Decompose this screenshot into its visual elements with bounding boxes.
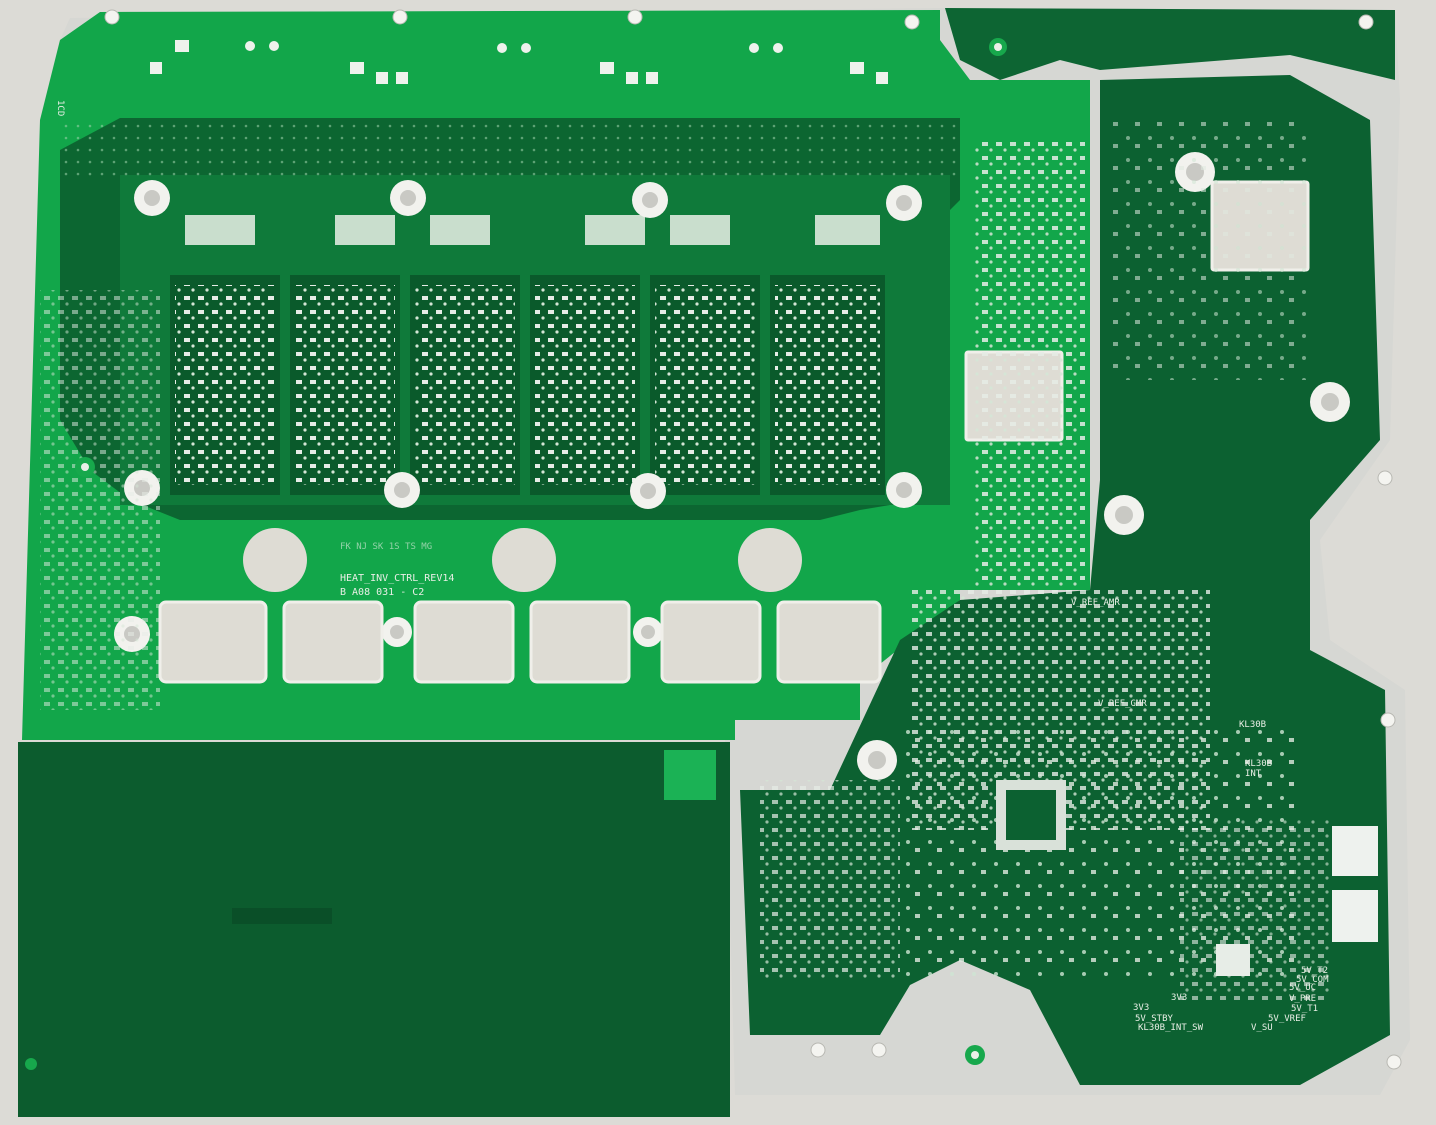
label-5v-t1: 5V_T1	[1291, 1004, 1318, 1014]
round-cutouts	[243, 528, 802, 592]
board-title-line2: B A08 031 - C2	[340, 587, 424, 598]
label-3v3-a: 3V3	[1133, 1003, 1149, 1013]
top-connectors	[150, 40, 888, 84]
label-kl30b-int-2: INT	[1245, 769, 1262, 779]
via-field	[60, 120, 960, 180]
label-area	[232, 908, 332, 924]
label-5v-uc: 5V_UC	[1289, 983, 1316, 993]
control-components	[40, 120, 1378, 1000]
board-title-line1: HEAT_INV_CTRL_REV14	[340, 573, 454, 584]
label-v-pre: V_PRE	[1289, 994, 1316, 1004]
board-top-codes: FK NJ SK 1S TS MG	[340, 542, 432, 552]
label-5v-stby: 5V_STBY	[1135, 1014, 1174, 1024]
silkscreen: HEAT_INV_CTRL_REV14 B A08 031 - C2 FK NJ…	[55, 100, 1329, 1033]
board-corner-code: 1CD	[55, 100, 65, 116]
label-kl30b: KL30B	[1239, 720, 1266, 730]
label-v-ref-amr: V_REF_AMR	[1071, 598, 1120, 608]
bottom-left-panel	[18, 742, 730, 1117]
label-5v-vref: 5V_VREF	[1268, 1014, 1306, 1024]
label-kl30b-int-sw: KL30B_INT_SW	[1138, 1023, 1204, 1033]
label-5v-t2: 5V_T2	[1301, 966, 1328, 976]
top-right-section	[945, 8, 1395, 80]
driver-chip-rows	[185, 215, 880, 245]
label-kl30b-int-1: KL30B	[1245, 759, 1272, 769]
label-v-ref-gmr: V_REF_GMR	[1098, 699, 1147, 709]
edge-holes	[104, 9, 1402, 1070]
gate-driver-modules	[170, 275, 885, 495]
label-v-su: V_SU	[1251, 1023, 1273, 1033]
test-pad-square	[664, 750, 716, 800]
label-3v3-b: 3V3	[1171, 993, 1187, 1003]
fiducials	[25, 38, 1007, 1070]
label-5v-com: 5V_COM	[1296, 975, 1329, 985]
